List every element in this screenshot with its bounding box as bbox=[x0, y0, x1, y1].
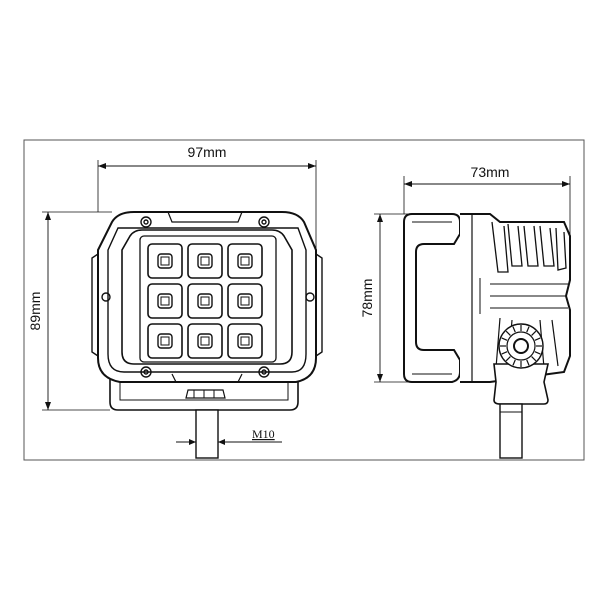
arrow-icon bbox=[308, 163, 316, 169]
knob-tooth bbox=[505, 356, 511, 362]
knob-tooth bbox=[526, 359, 530, 366]
knob-tooth bbox=[501, 337, 508, 341]
front-bolt bbox=[195, 409, 219, 459]
led-cell bbox=[227, 283, 263, 319]
side-mount-bracket bbox=[493, 363, 549, 405]
led-chip-icon bbox=[200, 336, 210, 346]
front-dimensions bbox=[42, 160, 317, 445]
front-right-ear bbox=[315, 253, 323, 357]
led-chip-icon bbox=[200, 296, 210, 306]
led-icon bbox=[237, 293, 253, 309]
screw-icon bbox=[258, 366, 270, 378]
side-bolt bbox=[499, 403, 523, 459]
led-chip-icon bbox=[240, 256, 250, 266]
arrow-icon bbox=[377, 374, 383, 382]
screw-icon bbox=[261, 369, 267, 375]
arrow-icon bbox=[377, 214, 383, 222]
knob-tooth bbox=[534, 337, 541, 341]
led-chip-icon bbox=[240, 296, 250, 306]
front-nut bbox=[185, 389, 226, 399]
led-grid bbox=[147, 243, 263, 359]
knob-tooth bbox=[505, 330, 511, 336]
knob-tooth bbox=[512, 359, 516, 366]
front-view bbox=[91, 211, 323, 459]
side-view bbox=[403, 213, 571, 459]
led-cell bbox=[187, 283, 223, 319]
arrow-icon bbox=[562, 181, 570, 187]
led-icon bbox=[197, 293, 213, 309]
screw-icon bbox=[143, 369, 149, 375]
led-icon bbox=[157, 293, 173, 309]
led-cell bbox=[147, 323, 183, 359]
thread-label: M10 bbox=[252, 427, 275, 441]
led-icon bbox=[157, 253, 173, 269]
front-width-label: 97mm bbox=[188, 144, 227, 160]
led-icon bbox=[237, 333, 253, 349]
led-chip-icon bbox=[200, 256, 210, 266]
screw-icon bbox=[305, 292, 315, 302]
arrow-icon bbox=[45, 402, 51, 410]
screw-icon bbox=[140, 366, 152, 378]
arrow-icon bbox=[45, 212, 51, 220]
side-fins-top bbox=[491, 221, 567, 273]
knob-tooth bbox=[531, 330, 537, 336]
led-chip-icon bbox=[160, 296, 170, 306]
front-lens bbox=[139, 235, 277, 363]
led-cell bbox=[187, 323, 223, 359]
led-cell bbox=[227, 323, 263, 359]
led-icon bbox=[157, 333, 173, 349]
screw-icon bbox=[261, 219, 267, 225]
drawing-frame bbox=[23, 139, 585, 461]
front-lens-frame bbox=[121, 229, 293, 365]
led-chip-icon bbox=[240, 336, 250, 346]
knob-tooth bbox=[501, 351, 508, 355]
knob-tooth bbox=[534, 351, 541, 355]
screw-icon bbox=[140, 216, 152, 228]
side-ridges bbox=[479, 278, 568, 314]
side-bezel-lines bbox=[412, 221, 452, 375]
screw-icon bbox=[143, 219, 149, 225]
led-cell bbox=[227, 243, 263, 279]
side-bezel bbox=[403, 213, 461, 383]
side-knob-teeth bbox=[500, 325, 542, 367]
front-bracket-inner bbox=[119, 372, 289, 401]
front-bottom-notch bbox=[171, 373, 243, 383]
led-chip-icon bbox=[160, 336, 170, 346]
led-icon bbox=[197, 333, 213, 349]
led-chip-icon bbox=[160, 256, 170, 266]
side-knob-ring bbox=[506, 331, 536, 361]
front-nut-facets bbox=[193, 390, 215, 398]
led-cell bbox=[187, 243, 223, 279]
front-housing-inner bbox=[107, 227, 307, 373]
front-screws bbox=[101, 216, 315, 378]
arrow-icon bbox=[98, 163, 106, 169]
arrow-icon bbox=[218, 439, 225, 445]
front-height-label: 89mm bbox=[27, 292, 43, 331]
side-height-label: 78mm bbox=[359, 279, 375, 318]
side-depth-label: 73mm bbox=[471, 164, 510, 180]
arrow-icon bbox=[404, 181, 412, 187]
led-cell bbox=[147, 283, 183, 319]
led-icon bbox=[197, 253, 213, 269]
screw-icon bbox=[258, 216, 270, 228]
arrow-icon bbox=[189, 439, 196, 445]
knob-tooth bbox=[531, 356, 537, 362]
front-left-ear bbox=[91, 253, 99, 357]
led-cell bbox=[147, 243, 183, 279]
side-knob-center bbox=[513, 338, 529, 354]
knob-tooth bbox=[526, 326, 530, 333]
front-top-notch bbox=[167, 211, 243, 223]
led-icon bbox=[237, 253, 253, 269]
knob-tooth bbox=[512, 326, 516, 333]
screw-icon bbox=[101, 292, 111, 302]
side-dimensions bbox=[374, 176, 571, 383]
